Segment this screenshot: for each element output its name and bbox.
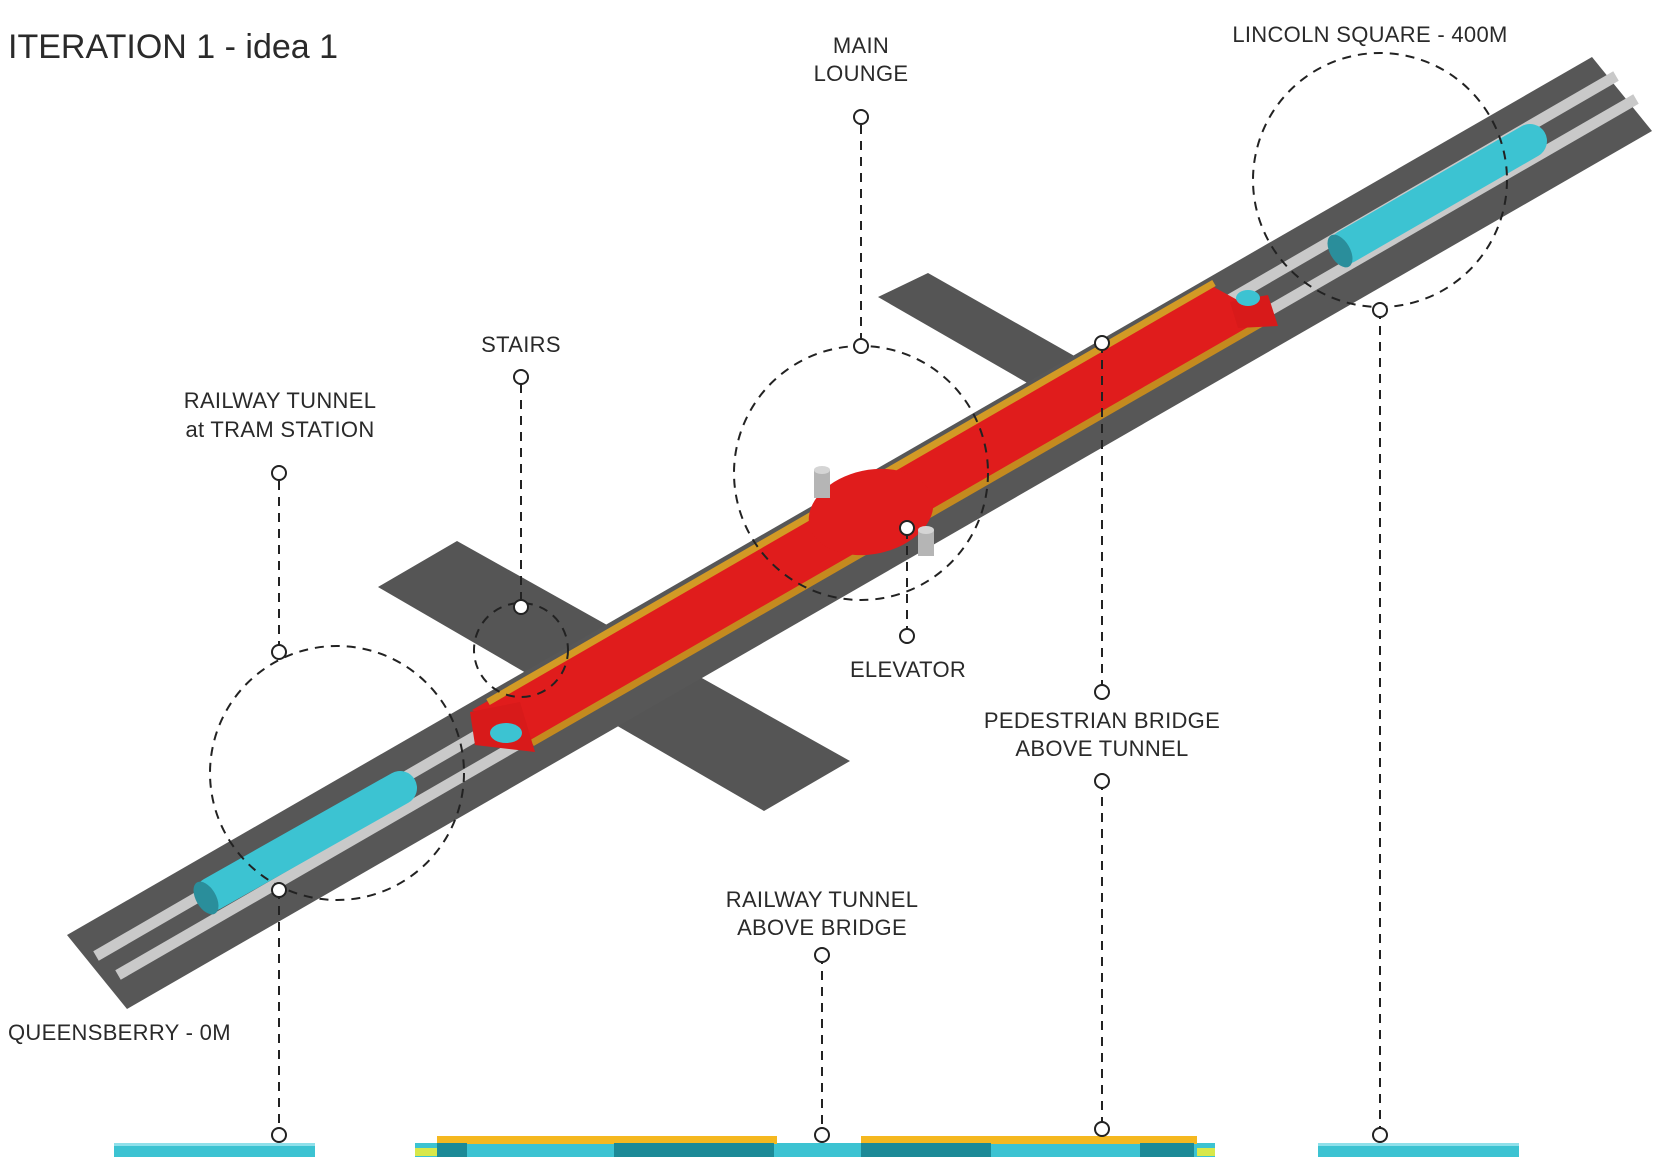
node-main-lounge-bottom — [853, 338, 869, 354]
node-main-lounge-top — [853, 109, 869, 125]
label-lincoln-square: LINCOLN SQUARE - 400M — [1232, 22, 1507, 47]
node-pedestrian-bridge-lower — [1094, 773, 1110, 789]
node-section-lincoln — [1372, 1127, 1388, 1143]
node-railway-above-bridge — [814, 947, 830, 963]
label-pedestrian-bridge-line1: PEDESTRIAN BRIDGE — [984, 708, 1220, 733]
label-elevator: ELEVATOR — [850, 657, 966, 682]
diagram-title: ITERATION 1 - idea 1 — [8, 28, 338, 66]
node-pedestrian-bridge-top — [1094, 335, 1110, 351]
label-pedestrian-bridge-line2: ABOVE TUNNEL — [1015, 736, 1188, 761]
node-elevator-bottom — [899, 628, 915, 644]
tunnel-tube-left — [193, 771, 417, 915]
node-stairs-bottom — [513, 599, 529, 615]
zone-tram-station — [209, 645, 465, 901]
elevator-pillar-2 — [918, 526, 934, 556]
node-pedestrian-bridge-mid — [1094, 684, 1110, 700]
node-tram-mid — [271, 644, 287, 660]
label-main-lounge-line1: MAIN — [833, 33, 889, 58]
label-railway-tunnel-tram-line2: at TRAM STATION — [185, 417, 374, 442]
node-lincoln-square — [1372, 302, 1388, 318]
node-section-railway — [814, 1127, 830, 1143]
node-elevator-top — [899, 520, 915, 536]
node-section-bridge — [1094, 1121, 1110, 1137]
node-stairs-top — [513, 369, 529, 385]
label-railway-above-bridge-line2: ABOVE BRIDGE — [737, 915, 907, 940]
node-tram-top — [271, 465, 287, 481]
node-section-tram — [271, 1127, 287, 1143]
label-stairs: STAIRS — [481, 332, 561, 357]
zone-stairs — [473, 602, 569, 698]
pedestrian-bridge — [470, 279, 1278, 752]
elevator-pillar-1 — [814, 466, 830, 498]
tunnel-tube-right — [1327, 124, 1547, 268]
section-strip — [114, 1136, 1519, 1157]
label-railway-tunnel-tram-line1: RAILWAY TUNNEL — [184, 388, 376, 413]
cross-street-upper — [878, 273, 1085, 388]
node-tram-tube — [271, 882, 287, 898]
label-railway-above-bridge-line1: RAILWAY TUNNEL — [726, 887, 918, 912]
label-main-lounge-line2: LOUNGE — [814, 61, 909, 86]
label-queensberry: QUEENSBERRY - 0M — [8, 1020, 231, 1045]
